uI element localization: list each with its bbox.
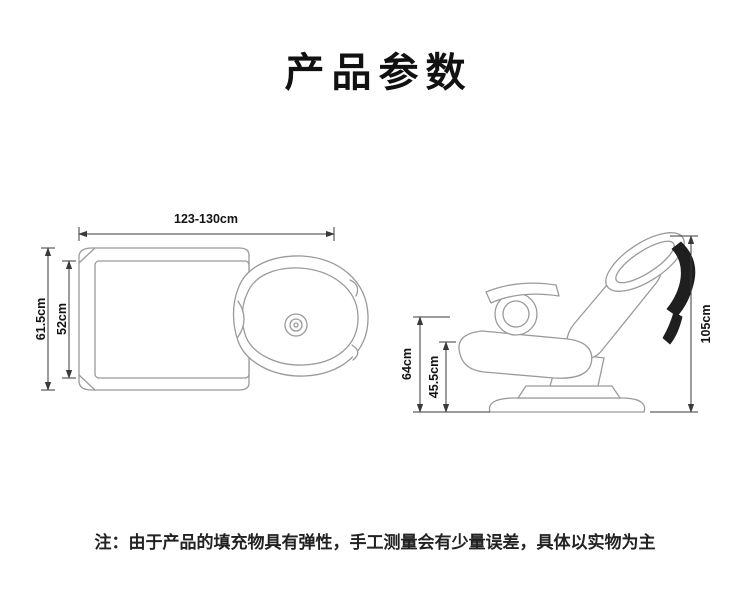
chair-side-view [458,232,696,413]
chair-base [488,397,646,413]
total-height-dimension-label: 105cm [699,305,713,344]
armrest-pad [485,282,560,304]
bed-top-view [78,247,250,391]
chair-seat [458,330,593,379]
basin-top-view [232,255,369,377]
cushion-height-dimension-label: 45.5cm [427,356,441,398]
page-title: 产品参数 [284,51,473,95]
outer-width-dimension-label: 61.5cm [34,298,48,340]
seat-height-dimension-label: 64cm [400,348,414,380]
side-view-dimension-lines [413,235,698,413]
top-view-dimension-lines [41,227,335,391]
measurement-note: 注：由于产品的填充物具有弹性，手工测量会有少量误差，具体以实物为主 [94,533,656,552]
bed-mattress [94,260,250,379]
side-view-diagram: 105cm 64cm 45.5cm [400,232,713,413]
inner-width-dimension-label: 52cm [55,303,69,335]
top-view-diagram: 123-130cm 61.5cm 52cm [34,212,369,391]
length-dimension-label: 123-130cm [174,212,238,226]
